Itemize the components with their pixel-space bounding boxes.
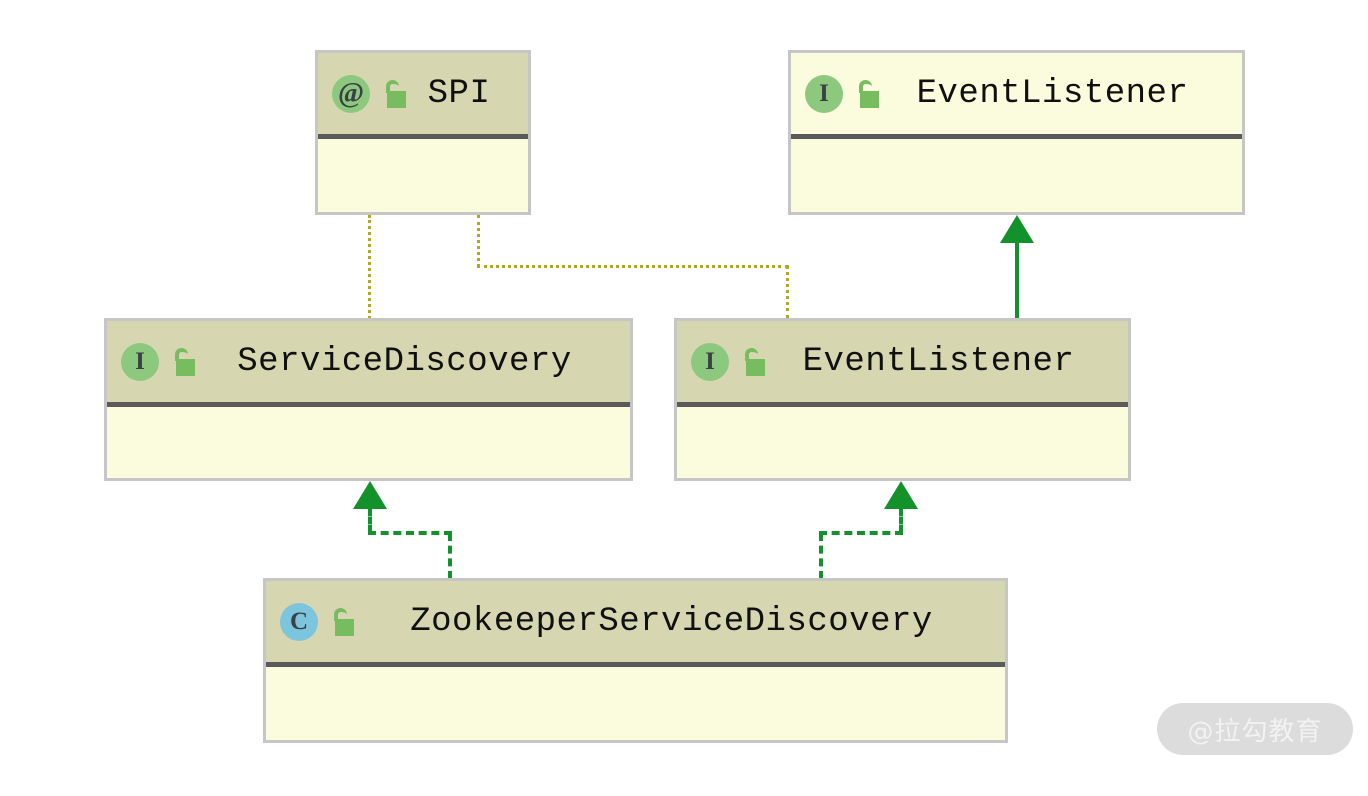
- class-icon: C: [280, 602, 318, 641]
- interface-icon: I: [691, 342, 729, 381]
- connector-spi-to-event-listener-segment-down2: [786, 265, 789, 319]
- connector-zookeeper-to-event-listener-segment-up2: [899, 508, 903, 533]
- connector-zookeeper-to-event-listener-segment-right: [819, 531, 903, 535]
- uml-node-service-discovery-title: ServiceDiscovery: [237, 342, 572, 381]
- interface-icon: I: [805, 74, 843, 113]
- connector-spi-to-event-listener-segment-down: [477, 215, 480, 267]
- uml-node-event-listener-mid[interactable]: I EventListener: [674, 318, 1131, 481]
- connector-event-listener-extends-line: [1015, 242, 1019, 319]
- uml-node-spi-header: @ SPI: [318, 53, 528, 139]
- uml-node-spi-members: [318, 139, 528, 212]
- connector-zookeeper-to-service-discovery-segment-left: [368, 531, 452, 535]
- open-padlock-icon: [739, 347, 765, 377]
- connector-zookeeper-to-service-discovery-segment-up: [448, 533, 452, 579]
- uml-node-event-listener-top-members: [791, 139, 1242, 212]
- uml-node-service-discovery[interactable]: I ServiceDiscovery: [104, 318, 633, 481]
- arrowhead-zookeeper-implements-event-listener: [884, 481, 918, 509]
- uml-node-event-listener-top-title: EventListener: [916, 74, 1189, 113]
- uml-node-service-discovery-members: [107, 407, 630, 478]
- interface-icon: I: [121, 342, 159, 381]
- annotation-icon: @: [332, 74, 370, 113]
- uml-node-event-listener-top-header: I EventListener: [791, 53, 1242, 139]
- uml-node-event-listener-mid-header: I EventListener: [677, 321, 1128, 407]
- uml-node-zookeeper-service-discovery-title: ZookeeperServiceDiscovery: [410, 602, 933, 641]
- uml-node-spi-title: SPI: [427, 74, 491, 113]
- connector-zookeeper-to-event-listener-segment-up: [819, 533, 823, 579]
- uml-node-event-listener-mid-members: [677, 407, 1128, 478]
- open-padlock-icon: [380, 79, 406, 109]
- uml-node-zookeeper-service-discovery-members: [266, 667, 1005, 740]
- watermark: @拉勾教育: [1157, 703, 1353, 755]
- connector-spi-to-service-discovery: [368, 215, 371, 319]
- connector-spi-to-event-listener-segment-right: [477, 265, 788, 268]
- uml-node-zookeeper-service-discovery-header: C ZookeeperServiceDiscovery: [266, 581, 1005, 667]
- arrowhead-event-listener-extends: [1000, 215, 1034, 243]
- open-padlock-icon: [169, 347, 195, 377]
- uml-node-spi[interactable]: @ SPI: [315, 50, 531, 215]
- open-padlock-icon: [853, 79, 879, 109]
- open-padlock-icon: [328, 607, 354, 637]
- arrowhead-zookeeper-implements-service-discovery: [353, 481, 387, 509]
- uml-node-event-listener-top[interactable]: I EventListener: [788, 50, 1245, 215]
- uml-node-zookeeper-service-discovery[interactable]: C ZookeeperServiceDiscovery: [263, 578, 1008, 743]
- uml-node-service-discovery-header: I ServiceDiscovery: [107, 321, 630, 407]
- connector-zookeeper-to-service-discovery-segment-up2: [368, 508, 372, 533]
- uml-node-event-listener-mid-title: EventListener: [802, 342, 1075, 381]
